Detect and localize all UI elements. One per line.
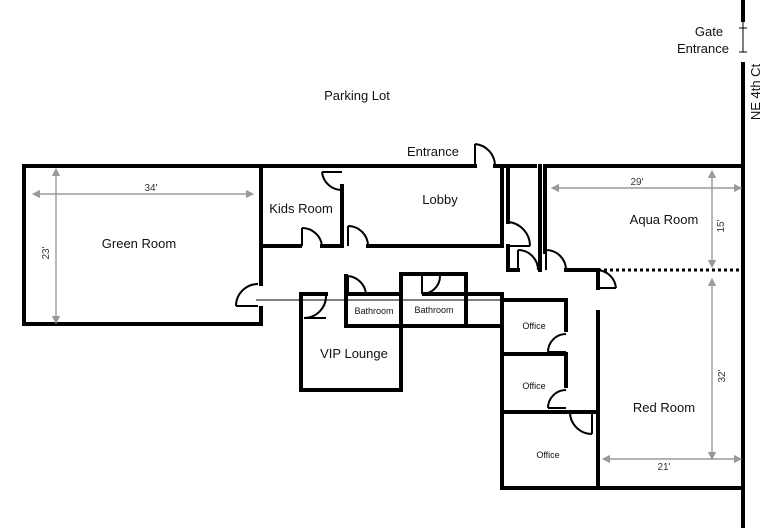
office-2-label: Office [522, 381, 545, 391]
red-room-label: Red Room [633, 400, 695, 415]
green-room-label: Green Room [102, 236, 176, 251]
vip-lounge-label: VIP Lounge [320, 346, 388, 361]
street-boundary [739, 0, 747, 528]
red-width-dim: 21' [657, 462, 670, 473]
kids-room-label: Kids Room [269, 201, 333, 216]
red-height-dim: 32' [717, 369, 728, 382]
bathroom-2-label: Bathroom [414, 305, 453, 315]
parking-lot-label: Parking Lot [324, 88, 390, 103]
doors [235, 143, 617, 435]
green-width-dim: 34' [144, 183, 157, 194]
gate-entrance-label: Entrance [677, 41, 729, 56]
aqua-height-dim: 15' [716, 219, 727, 232]
street-label: NE 4th Ct [748, 63, 763, 120]
bathroom-1-label: Bathroom [354, 306, 393, 316]
lobby-label: Lobby [422, 192, 458, 207]
aqua-width-dim: 29' [630, 177, 643, 188]
dimension-lines [31, 167, 743, 464]
green-height-dim: 23' [41, 246, 52, 259]
office-3-label: Office [536, 450, 559, 460]
entrance-label: Entrance [407, 144, 459, 159]
office-1-label: Office [522, 321, 545, 331]
aqua-room-label: Aqua Room [630, 212, 699, 227]
gate-label: Gate [695, 24, 723, 39]
walls [22, 164, 745, 490]
